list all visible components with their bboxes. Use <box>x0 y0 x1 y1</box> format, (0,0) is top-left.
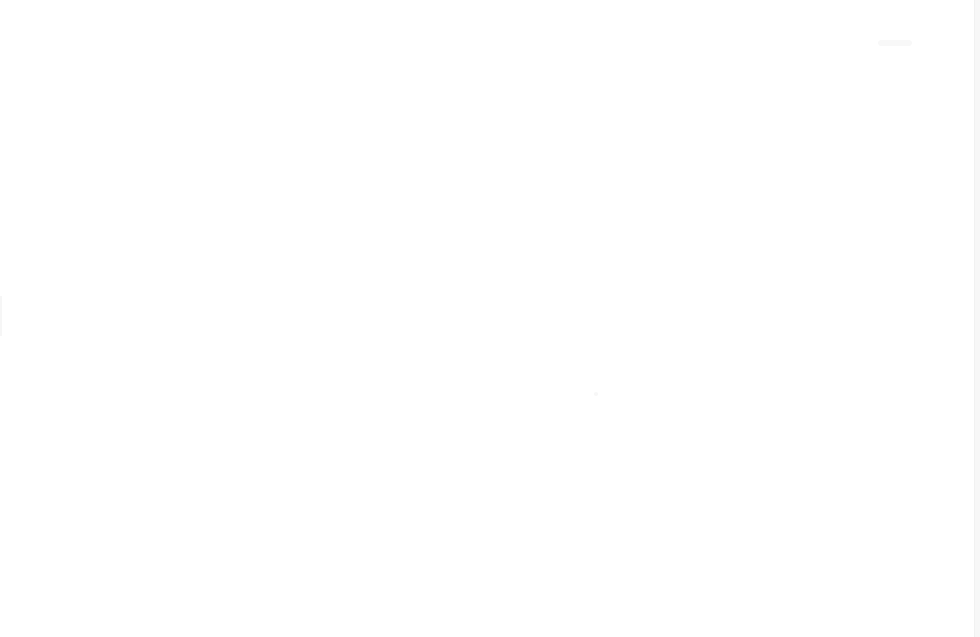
faint-center-mark <box>594 392 598 396</box>
scrollbar-track[interactable] <box>974 0 980 637</box>
faint-top-right-element <box>878 40 912 46</box>
faint-left-edge-mark <box>0 296 2 336</box>
